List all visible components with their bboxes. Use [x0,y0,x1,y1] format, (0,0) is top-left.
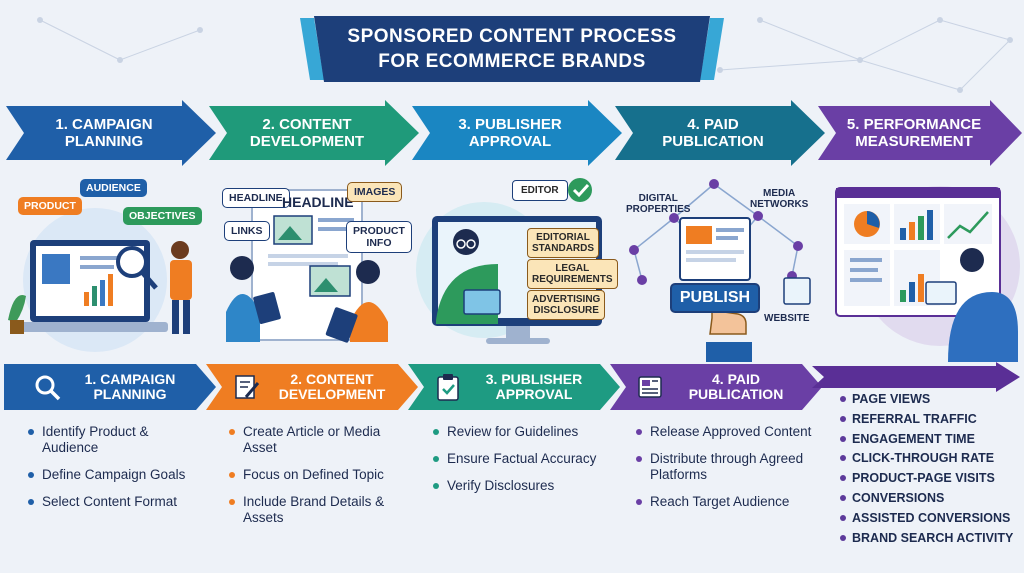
banner-performance-measurement [812,362,1020,392]
list-item: Select Content Format [26,494,201,510]
step-4-title: 4. PAID [687,116,739,133]
metric-item: PRODUCT-PAGE VISITS [838,471,1013,485]
list-item: Identify Product & Audience [26,424,201,456]
banner-4-subtitle: PUBLICATION [688,386,784,402]
search-icon [35,375,61,401]
list-item: Verify Disclosures [431,478,611,494]
step-4-subtitle: PUBLICATION [662,133,764,150]
list-item: Release Approved Content [634,424,814,440]
product-info-line-1: PRODUCT [353,225,405,237]
development-bullet-list: Create Article or Media Asset Focus on D… [227,424,402,537]
metric-item: PAGE VIEWS [838,392,1013,406]
callout-1-line-1: EDITORIAL [536,232,590,243]
list-item: Focus on Defined Topic [227,467,402,483]
editor-tag: EDITOR [512,180,568,201]
objectives-tag: OBJECTIVES [123,207,202,225]
list-item: Distribute through Agreed Platforms [634,451,814,483]
media-line-2: NETWORKS [750,199,809,210]
publication-illustration [629,179,811,362]
title-banner: SPONSORED CONTENT PROCESS FOR ECOMMERCE … [300,14,724,84]
list-item: Define Campaign Goals [26,467,201,483]
step-2-subtitle: DEVELOPMENT [249,133,365,150]
media-line-1: MEDIA [763,188,796,199]
links-tag: LINKS [224,221,270,241]
publication-bullet-list: Release Approved Content Distribute thro… [634,424,814,521]
planning-bullet-list: Identify Product & Audience Define Campa… [26,424,201,521]
images-tag: IMAGES [347,182,403,202]
metric-item: CONVERSIONS [838,491,1013,505]
metric-item: REFERRAL TRAFFIC [838,412,1013,426]
callout-1-line-2: STANDARDS [532,243,595,254]
banner-2-subtitle: DEVELOPMENT [278,386,386,402]
callout-3-line-1: ADVERTISING [532,294,601,305]
banner-3-subtitle: APPROVAL [495,386,573,402]
digital-line-1: DIGITAL [638,193,678,204]
list-item: Include Brand Details & Assets [227,494,402,526]
banner-4-title: 4. PAID [712,371,760,387]
magnifier-icon [116,246,148,278]
document-edit-icon [235,375,260,399]
title-line-2: FOR ECOMMERCE BRANDS [378,51,646,72]
step-5-subtitle: MEASUREMENT [855,133,973,150]
document-headline-text: HEADLINE [282,194,354,210]
metrics-list: PAGE VIEWS REFERRAL TRAFFIC ENGAGEMENT T… [838,392,1013,550]
banner-1-subtitle: PLANNING [93,386,167,402]
website-icon [783,277,811,305]
jacket-icon [42,254,70,284]
list-item: Create Article or Media Asset [227,424,402,456]
audience-tag: AUDIENCE [80,179,147,197]
metric-item: CLICK-THROUGH RATE [838,451,1013,465]
planning-illustration [8,208,192,352]
step-1-title: 1. CAMPAIGN [55,116,153,133]
step-3-subtitle: APPROVAL [468,133,552,150]
measurement-illustration [835,186,1020,362]
metric-item: ENGAGEMENT TIME [838,432,1013,446]
title-line-1: SPONSORED CONTENT PROCESS [347,26,677,47]
headline-tag: HEADLINE [222,188,290,208]
step-1-subtitle: PLANNING [64,133,144,150]
list-item: Review for Guidelines [431,424,611,440]
publish-button[interactable]: PUBLISH [670,283,760,313]
callout-3-line-2: DISCLOSURE [533,305,599,316]
clipboard-check-icon [437,374,459,401]
banner-1-title: 1. CAMPAIGN [84,371,176,387]
product-tag: PRODUCT [18,197,82,215]
digital-line-2: PROPERTIES [626,204,691,215]
step-3-title: 3. PUBLISHER [458,116,562,133]
metric-item: BRAND SEARCH ACTIVITY [838,531,1013,545]
callout-2-line-1: LEGAL [555,263,590,274]
step-2-title: 2. CONTENT [262,116,352,133]
banner-3-title: 3. PUBLISHER [485,371,583,387]
banner-2-title: 2. CONTENT [290,371,374,387]
checkmark-icon [568,178,592,202]
callout-2-line-2: REQUIREMENTS [532,274,613,285]
list-item: Ensure Factual Accuracy [431,451,611,467]
step-5-title: 5. PERFORMANCE [846,116,982,133]
approval-bullet-list: Review for Guidelines Ensure Factual Acc… [431,424,611,505]
metric-item: ASSISTED CONVERSIONS [838,511,1013,525]
development-illustration [226,189,388,343]
product-info-line-2: INFO [366,237,392,249]
newspaper-icon [638,376,662,398]
list-item: Reach Target Audience [634,494,814,510]
website-label: WEBSITE [764,313,810,324]
title-ribbon-shape [300,16,724,82]
